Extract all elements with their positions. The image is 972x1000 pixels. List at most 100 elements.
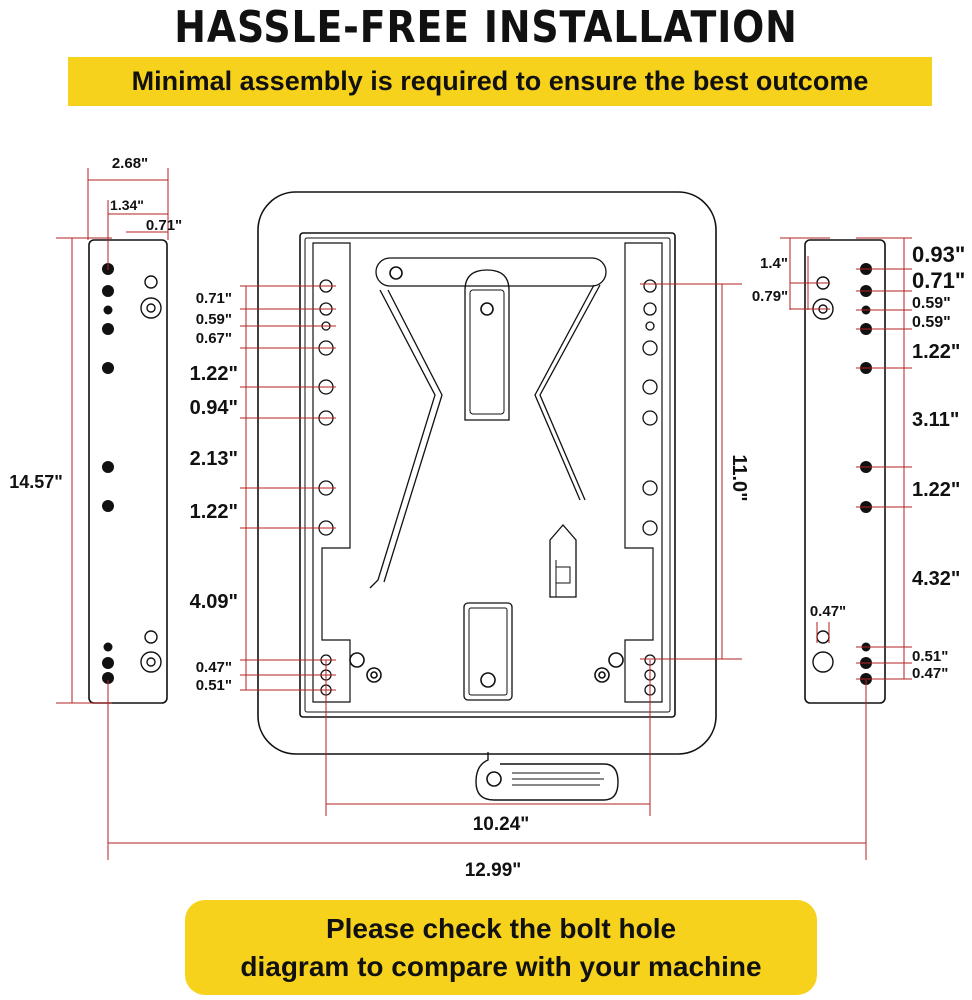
hole bbox=[370, 671, 378, 679]
check-note-line1: Please check the bolt hole bbox=[325, 912, 677, 944]
overall-width-dimension bbox=[107, 680, 867, 860]
dim-right-offset-a: 1.4" bbox=[760, 255, 788, 272]
hole bbox=[608, 652, 624, 668]
hole bbox=[642, 340, 658, 356]
subtitle-text: Minimal assembly is required to ensure t… bbox=[131, 66, 869, 96]
handle-hole bbox=[486, 771, 502, 787]
left-bracket: 2.68" 1.34" 0.71" 14.57" bbox=[9, 155, 182, 704]
right-bracket-holes bbox=[860, 263, 872, 685]
hole bbox=[146, 657, 156, 667]
hole bbox=[102, 500, 114, 512]
dim-overall-width: 12.99" bbox=[465, 860, 522, 881]
hole bbox=[642, 410, 658, 426]
dim-label: 0.71" bbox=[912, 268, 965, 293]
left-bracket-mount-holes bbox=[140, 275, 162, 673]
hole bbox=[144, 630, 158, 644]
dim-label: 1.22" bbox=[190, 501, 238, 523]
dim-left-height: 14.57" bbox=[9, 472, 63, 492]
hole bbox=[103, 642, 113, 652]
dim-label: 2.13" bbox=[190, 448, 238, 470]
wire-spring bbox=[369, 284, 601, 589]
dim-label: 0.59" bbox=[912, 314, 951, 331]
hole bbox=[102, 672, 114, 684]
bottom-tab-hole bbox=[480, 672, 496, 688]
dim-label: 0.51" bbox=[196, 677, 232, 694]
hole bbox=[140, 651, 162, 673]
right-bracket: 1.4" 0.79" 0.47" 0.93" 0.71" 0.59" 0.59"… bbox=[752, 237, 965, 704]
dim-label: 0.67" bbox=[196, 330, 232, 347]
latch-block bbox=[555, 566, 571, 584]
hole bbox=[812, 651, 834, 673]
dim-right-offset-b: 0.79" bbox=[752, 288, 788, 305]
center-tab bbox=[464, 269, 510, 421]
top-hinge-slot bbox=[375, 257, 607, 287]
hinge-pin bbox=[389, 266, 403, 280]
dim-label: 4.09" bbox=[190, 591, 238, 613]
dim-label: 0.51" bbox=[912, 648, 948, 665]
hole bbox=[102, 657, 114, 669]
plate-outer-frame bbox=[257, 191, 717, 755]
subtitle-banner: Minimal assembly is required to ensure t… bbox=[68, 57, 932, 106]
page-title: HASSLE-FREE INSTALLATION bbox=[174, 2, 798, 53]
hole bbox=[102, 285, 114, 297]
center-dimension-lines bbox=[240, 283, 742, 816]
bottom-tab bbox=[463, 602, 513, 701]
dim-label: 0.71" bbox=[196, 290, 232, 307]
hole bbox=[642, 480, 658, 496]
hole bbox=[103, 305, 113, 315]
dim-label: 4.32" bbox=[912, 568, 960, 590]
center-plate bbox=[257, 191, 717, 801]
dim-label: 1.22" bbox=[190, 363, 238, 385]
hole bbox=[140, 297, 162, 319]
hole bbox=[642, 379, 658, 395]
left-bracket-holes bbox=[102, 263, 114, 684]
hole bbox=[102, 362, 114, 374]
plate-right-hole-column bbox=[642, 279, 658, 696]
hole bbox=[102, 323, 114, 335]
dim-vertical-span: 11.0" bbox=[728, 454, 750, 501]
center-dimension-labels: 0.71" 0.59" 0.67" 1.22" 0.94" 2.13" 1.22… bbox=[190, 290, 750, 835]
dim-label: 0.47" bbox=[912, 665, 948, 682]
plate-inner-frame bbox=[299, 232, 676, 718]
hole bbox=[645, 321, 655, 331]
bottom-tab-inner bbox=[468, 607, 508, 696]
hole bbox=[144, 275, 158, 289]
check-note-line2: diagram to compare with your machine bbox=[240, 950, 762, 982]
right-dimension-lines bbox=[780, 237, 912, 680]
hole bbox=[366, 667, 382, 683]
bottom-handle bbox=[475, 752, 619, 801]
right-slot-channel bbox=[624, 242, 663, 703]
dim-label: 0.59" bbox=[196, 311, 232, 328]
center-tab-inner bbox=[469, 289, 505, 415]
latch bbox=[549, 524, 577, 598]
right-bracket-outline bbox=[804, 239, 886, 704]
hole bbox=[594, 667, 610, 683]
hole bbox=[598, 671, 606, 679]
right-dimension-labels: 0.93" 0.71" 0.59" 0.59" 1.22" 3.11" 1.22… bbox=[912, 242, 965, 682]
dim-label: 3.11" bbox=[912, 409, 959, 431]
dim-label: 1.22" bbox=[912, 341, 960, 363]
left-slot-channel bbox=[312, 242, 351, 703]
dim-label: 1.22" bbox=[912, 479, 960, 501]
hole bbox=[643, 302, 657, 316]
dim-label: 0.59" bbox=[912, 295, 951, 312]
center-tab-hole bbox=[480, 302, 494, 316]
dim-left-offset-b: 0.71" bbox=[146, 217, 182, 234]
hole bbox=[642, 520, 658, 536]
left-bracket-outline bbox=[88, 239, 168, 704]
hole bbox=[816, 630, 830, 644]
hole bbox=[349, 652, 365, 668]
dim-label: 0.94" bbox=[190, 397, 238, 419]
dim-hole-span: 10.24" bbox=[473, 814, 530, 835]
check-note-banner: Please check the bolt hole diagram to co… bbox=[185, 900, 817, 995]
hole bbox=[102, 461, 114, 473]
left-dimension-lines bbox=[56, 168, 169, 704]
plate-inner-frame-2 bbox=[304, 237, 671, 713]
dim-left-offset-a: 1.34" bbox=[110, 197, 144, 213]
dim-label: 0.93" bbox=[912, 242, 965, 267]
hole bbox=[146, 303, 156, 313]
dim-label: 0.47" bbox=[196, 659, 232, 676]
dim-right-hole-dia: 0.47" bbox=[810, 603, 846, 620]
hole bbox=[643, 279, 657, 293]
